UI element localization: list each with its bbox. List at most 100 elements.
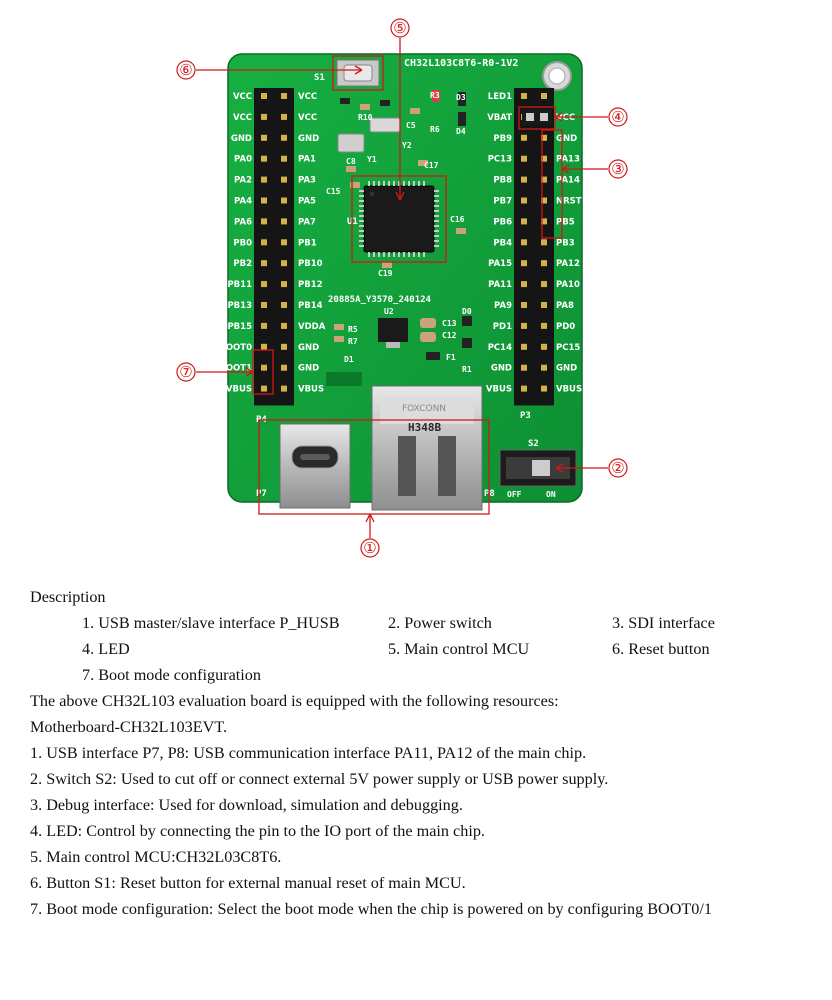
- p3-pin-a-9[interactable]: [521, 260, 527, 267]
- p3-pin-a-5[interactable]: [521, 176, 527, 183]
- usb-a-label: H348B: [408, 421, 441, 434]
- p3-inner-label-10: PA11: [488, 280, 512, 290]
- p4-inner-label-15: VBUS: [298, 385, 324, 395]
- p4-pin-b-14[interactable]: [281, 364, 287, 371]
- desc-item-2: 2. Power switch: [388, 614, 492, 632]
- p4-pin-a-11[interactable]: [261, 302, 267, 308]
- p3-pin-a-8[interactable]: [521, 239, 527, 246]
- label-d3: D3: [456, 93, 466, 102]
- p4-outer-label-3: GND: [231, 134, 252, 144]
- p4-pin-a-7[interactable]: [261, 218, 267, 225]
- p4-pin-a-9[interactable]: [261, 260, 267, 267]
- p3-inner-label-13: PC14: [488, 343, 512, 353]
- p4-pin-b-7[interactable]: [281, 218, 287, 225]
- p3-pin-a-1[interactable]: [521, 93, 527, 99]
- p4-pin-a-2[interactable]: [261, 113, 267, 120]
- p3-pin-b-12[interactable]: [541, 322, 547, 329]
- p4-pin-b-8[interactable]: [281, 239, 287, 246]
- p4-pin-a-14[interactable]: [261, 364, 267, 371]
- label-d0: D0: [462, 307, 472, 316]
- svg-text:⑤: ⑤: [393, 21, 406, 37]
- p4-pin-b-4[interactable]: [281, 155, 287, 162]
- p4-inner-label-4: PA1: [298, 155, 316, 165]
- p3-outer-label-5: PA14: [556, 176, 580, 186]
- p3-pin-a-3[interactable]: [521, 134, 527, 141]
- callout-number-2: ②: [608, 458, 628, 478]
- p3-pin-b-15[interactable]: [541, 385, 547, 392]
- svg-text:①: ①: [363, 541, 376, 557]
- p3-pin-a-14[interactable]: [521, 364, 527, 371]
- svg-text:②: ②: [611, 461, 624, 477]
- p3-pin-b-1[interactable]: [541, 93, 547, 99]
- p4-pin-a-15[interactable]: [261, 385, 267, 392]
- p4-pin-b-12[interactable]: [281, 322, 287, 329]
- p3-pin-a-12[interactable]: [521, 322, 527, 329]
- p4-pin-b-3[interactable]: [281, 134, 287, 141]
- p4-pin-a-4[interactable]: [261, 155, 267, 162]
- p3-pin-b-14[interactable]: [541, 364, 547, 371]
- usb-type-c-p7[interactable]: [279, 423, 351, 509]
- desc-item-3: 3. SDI interface: [612, 614, 715, 632]
- p3-outer-label-8: PB3: [556, 238, 575, 248]
- header-p3: LED1VCCVBATGNDPB9PA13PC13PA14PB8NRSTPB7P…: [486, 88, 582, 406]
- p3-pin-a-6[interactable]: [521, 197, 527, 204]
- p4-pin-a-12[interactable]: [261, 322, 267, 329]
- p4-pin-b-13[interactable]: [281, 343, 287, 350]
- p4-pin-b-15[interactable]: [281, 385, 287, 392]
- p3-pin-a-7[interactable]: [521, 218, 527, 225]
- p4-pin-a-8[interactable]: [261, 239, 267, 246]
- p3-pin-b-4[interactable]: [541, 155, 547, 162]
- p4-pin-b-10[interactable]: [281, 281, 287, 288]
- p3-pin-b-3[interactable]: [541, 134, 547, 141]
- p3-pin-b-6[interactable]: [541, 197, 547, 204]
- p4-outer-label-10: PB11: [227, 280, 252, 290]
- resource-1: 1. USB interface P7, P8: USB communicati…: [30, 744, 587, 762]
- p4-pin-a-1[interactable]: [261, 93, 267, 99]
- p4-pin-a-13[interactable]: [261, 343, 267, 350]
- label-c19: C19: [378, 269, 393, 278]
- label-c13: C13: [442, 319, 457, 328]
- p4-pin-b-1[interactable]: [281, 93, 287, 99]
- p3-inner-label-6: PB7: [493, 197, 512, 207]
- p4-pin-a-6[interactable]: [261, 197, 267, 204]
- label-f1: F1: [446, 353, 456, 362]
- resource-6: 6. Button S1: Reset button for external …: [30, 874, 466, 892]
- p4-pin-a-10[interactable]: [261, 281, 267, 288]
- p4-outer-label-9: PB2: [233, 259, 252, 269]
- callout-number-7: ⑦: [176, 362, 196, 382]
- p3-pin-b-10[interactable]: [541, 281, 547, 288]
- p3-pin-b-7[interactable]: [541, 218, 547, 225]
- board-title: CH32L103C8T6-R0-1V2: [404, 58, 518, 69]
- p4-pin-a-5[interactable]: [261, 176, 267, 183]
- motherboard-text: Motherboard-CH32L103EVT.: [30, 718, 228, 736]
- p3-pin-a-10[interactable]: [521, 281, 527, 288]
- p4-pin-b-2[interactable]: [281, 113, 287, 120]
- p3-pin-a-11[interactable]: [521, 302, 527, 308]
- p3-inner-label-7: PB6: [493, 217, 512, 227]
- resource-4: 4. LED: Control by connecting the pin to…: [30, 822, 485, 840]
- p3-pin-a-15[interactable]: [521, 385, 527, 392]
- p3-pin-b-9[interactable]: [541, 260, 547, 267]
- p4-inner-label-7: PA7: [298, 217, 316, 227]
- small-components: [326, 90, 472, 386]
- p3-pin-a-4[interactable]: [521, 155, 527, 162]
- callout-number-4: ④: [608, 107, 628, 127]
- p4-outer-label-13: BOOT0: [219, 343, 252, 353]
- p3-pin-b-13[interactable]: [541, 343, 547, 350]
- p3-pin-a-13[interactable]: [521, 343, 527, 350]
- p4-pin-a-3[interactable]: [261, 134, 267, 141]
- p3-inner-label-8: PB4: [493, 238, 512, 248]
- p4-outer-label-4: PA0: [234, 155, 252, 165]
- p4-pin-b-6[interactable]: [281, 197, 287, 204]
- p4-pin-b-5[interactable]: [281, 176, 287, 183]
- p4-outer-label-7: PA6: [234, 217, 252, 227]
- p4-pin-b-11[interactable]: [281, 302, 287, 308]
- p3-pin-b-5[interactable]: [541, 176, 547, 183]
- desc-item-4: 4. LED: [82, 640, 130, 658]
- p3-pin-b-8[interactable]: [541, 239, 547, 246]
- p3-pin-b-11[interactable]: [541, 302, 547, 308]
- callout-number-1: ①: [360, 538, 380, 558]
- p4-inner-label-6: PA5: [298, 197, 316, 207]
- p4-pin-b-9[interactable]: [281, 260, 287, 267]
